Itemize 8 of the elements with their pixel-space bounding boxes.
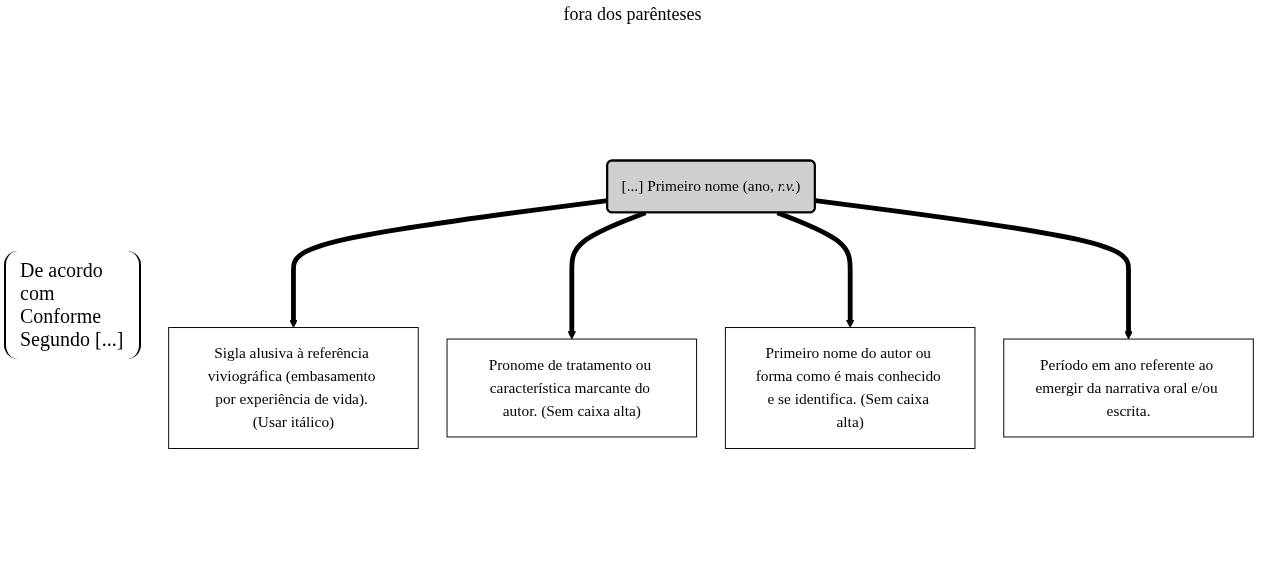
arrow	[289, 198, 608, 328]
node-box: Período em ano referente ao emergir da narrativa oral e/ou escrita.	[1003, 338, 1254, 438]
node-box: Primeiro nome do autor ou forma como é mais conhecido e se identifica. (Sem caixa alta)	[724, 327, 976, 449]
arrow	[815, 198, 1133, 340]
note-text: fora dos parênteses	[563, 4, 702, 25]
node-box: Pronome de tratamento ou característica marcante do autor. (Sem caixa alta)	[446, 338, 698, 438]
node-box: Sigla alusiva à referência viviográfica (embasamento por experiência de vida). (Usar itálico)	[168, 327, 419, 449]
braced-word-list: De acordo com Conforme Segundo [...]	[4, 250, 141, 359]
